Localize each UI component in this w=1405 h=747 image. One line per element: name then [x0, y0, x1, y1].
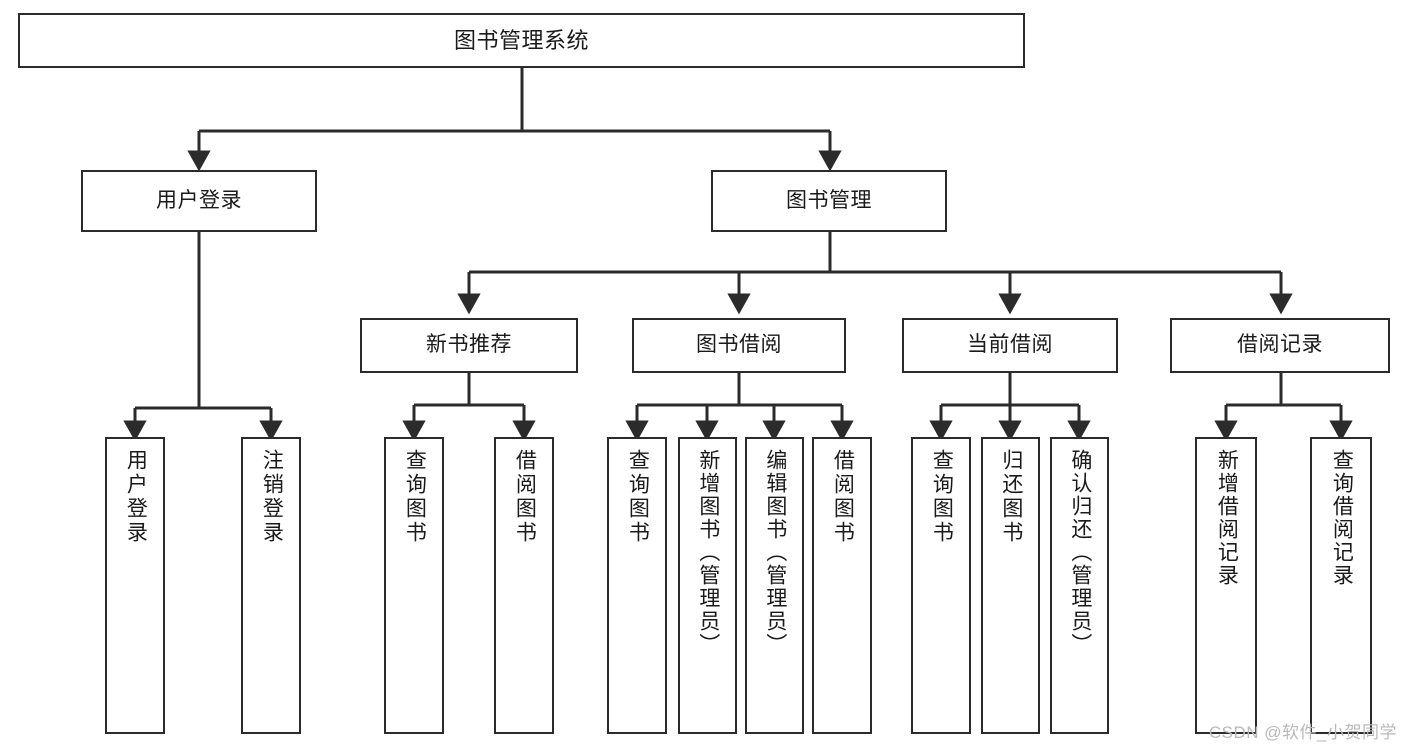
node-label: 新增借阅记录 — [1215, 449, 1239, 587]
node-label: 归还图书 — [999, 449, 1023, 545]
leaf-borrow-book[interactable]: 借阅图书 — [812, 437, 872, 734]
node-label: 确认归还（管理员） — [1068, 449, 1092, 656]
node-label: 借阅记录 — [1237, 333, 1323, 357]
leaf-confirm-return-admin[interactable]: 确认归还（管理员） — [1050, 437, 1109, 734]
node-new-book-recommend[interactable]: 新书推荐 — [360, 318, 578, 373]
watermark: CSDN @软件_小贺同学 — [1208, 723, 1397, 742]
leaf-add-borrow-record[interactable]: 新增借阅记录 — [1195, 437, 1257, 734]
node-label: 新增图书（管理员） — [696, 449, 720, 656]
node-label: 借阅图书 — [513, 449, 537, 545]
node-label: 新书推荐 — [426, 333, 512, 357]
node-book-borrow[interactable]: 图书借阅 — [632, 318, 846, 373]
node-label: 查询图书 — [930, 449, 954, 545]
node-label: 当前借阅 — [967, 333, 1053, 357]
node-label: 注销登录 — [260, 449, 284, 545]
node-label: 图书管理系统 — [453, 27, 589, 53]
leaf-add-book-admin[interactable]: 新增图书（管理员） — [678, 437, 737, 734]
node-root-book-management-system[interactable]: 图书管理系统 — [18, 13, 1025, 68]
node-label: 查询借阅记录 — [1330, 449, 1354, 587]
leaf-user-login[interactable]: 用户登录 — [105, 437, 165, 734]
leaf-query-book-recommend[interactable]: 查询图书 — [384, 437, 444, 734]
node-label: 用户登录 — [124, 449, 148, 545]
node-label: 查询图书 — [403, 449, 427, 545]
node-borrow-record[interactable]: 借阅记录 — [1170, 318, 1390, 373]
node-label: 借阅图书 — [831, 449, 855, 545]
node-label: 用户登录 — [156, 188, 242, 212]
leaf-edit-book-admin[interactable]: 编辑图书（管理员） — [745, 437, 804, 734]
node-book-management[interactable]: 图书管理 — [711, 170, 947, 232]
leaf-query-borrow-record[interactable]: 查询借阅记录 — [1310, 437, 1372, 734]
node-label: 查询图书 — [626, 449, 650, 545]
leaf-query-book-borrow[interactable]: 查询图书 — [607, 437, 667, 734]
node-current-borrow[interactable]: 当前借阅 — [902, 318, 1118, 373]
leaf-return-book[interactable]: 归还图书 — [981, 437, 1040, 734]
node-label: 编辑图书（管理员） — [763, 449, 787, 656]
leaf-logout[interactable]: 注销登录 — [241, 437, 301, 734]
node-label: 图书管理 — [786, 188, 872, 212]
leaf-borrow-book-recommend[interactable]: 借阅图书 — [494, 437, 554, 734]
leaf-query-book-current[interactable]: 查询图书 — [911, 437, 971, 734]
node-label: 图书借阅 — [696, 333, 782, 357]
node-user-login[interactable]: 用户登录 — [81, 170, 317, 232]
